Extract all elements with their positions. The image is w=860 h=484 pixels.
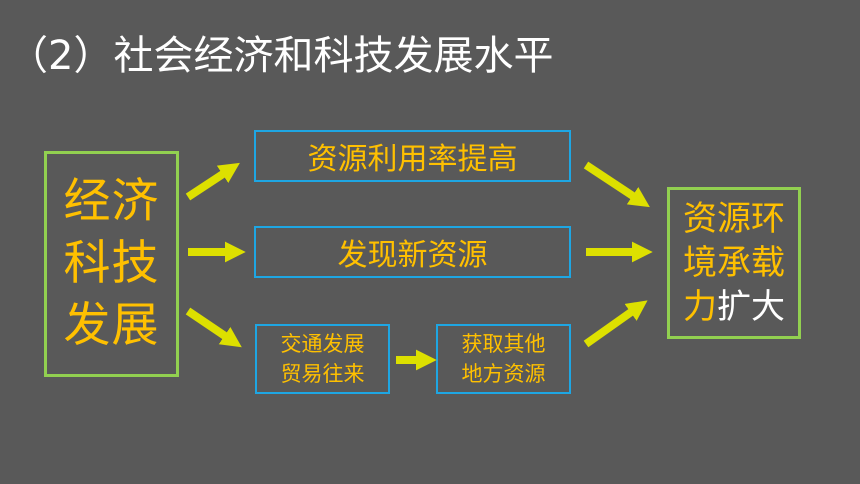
left-box-line-2: 科技 [63,236,160,291]
transport-trade-line-2: 贸易往来 [280,362,365,386]
other-resources-box: 获取其他 地方资源 [436,324,571,394]
resource-utilization-box: 资源利用率提高 [254,130,571,182]
right-box-line-3-yellow: 力 [683,287,717,327]
right-box-line-3-white: 扩大 [717,287,785,327]
right-box-line-2: 境承载 [683,243,785,283]
new-resources-box: 发现新资源 [254,226,571,278]
right-box-line-3: 力扩大 [683,285,785,329]
carrying-capacity-box: 资源环 境承载 力扩大 [667,187,801,339]
left-box-line-1: 经济 [63,174,160,229]
arrow-bottom-to-right [583,300,648,348]
resource-utilization-label: 资源利用率提高 [307,142,518,177]
other-resources-line-1: 获取其他 [461,332,546,356]
other-resources-line-2: 地方资源 [461,362,546,386]
new-resources-label: 发现新资源 [337,238,488,273]
arrow-top-to-right [583,161,650,208]
economy-tech-development-box: 经济 科技 发展 [44,151,179,377]
slide-title: （2）社会经济和科技发展水平 [8,33,554,79]
transport-trade-box: 交通发展 贸易往来 [255,324,390,394]
arrow-left-to-top [185,162,240,201]
right-box-line-1: 资源环 [683,199,785,239]
left-box-line-3: 发展 [63,298,160,353]
transport-trade-line-1: 交通发展 [280,332,365,356]
arrow-left-to-bottom [185,307,242,348]
